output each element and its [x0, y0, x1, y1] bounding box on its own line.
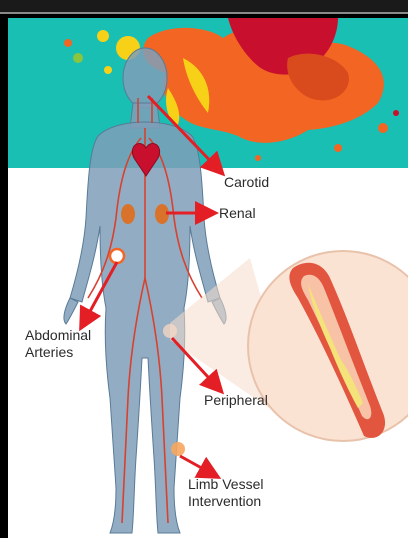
label-abdominal-line1: Abdominal: [25, 327, 91, 344]
label-limb-line1: Limb Vessel: [188, 476, 263, 493]
anatomy-illustration: [8, 18, 408, 538]
top-divider: [0, 12, 408, 14]
abdominal-marker: [110, 249, 124, 263]
label-peripheral: Peripheral: [204, 392, 268, 409]
label-abdominal-line2: Arteries: [25, 344, 73, 361]
left-kidney-graphic: [121, 204, 135, 224]
label-renal: Renal: [219, 205, 256, 222]
limb-arrow: [180, 456, 216, 476]
illustration-panel: Carotid Renal Abdominal Arteries Periphe…: [8, 18, 408, 538]
label-limb-line2: Intervention: [188, 493, 261, 510]
label-carotid: Carotid: [224, 174, 269, 191]
limb-marker: [171, 442, 185, 456]
